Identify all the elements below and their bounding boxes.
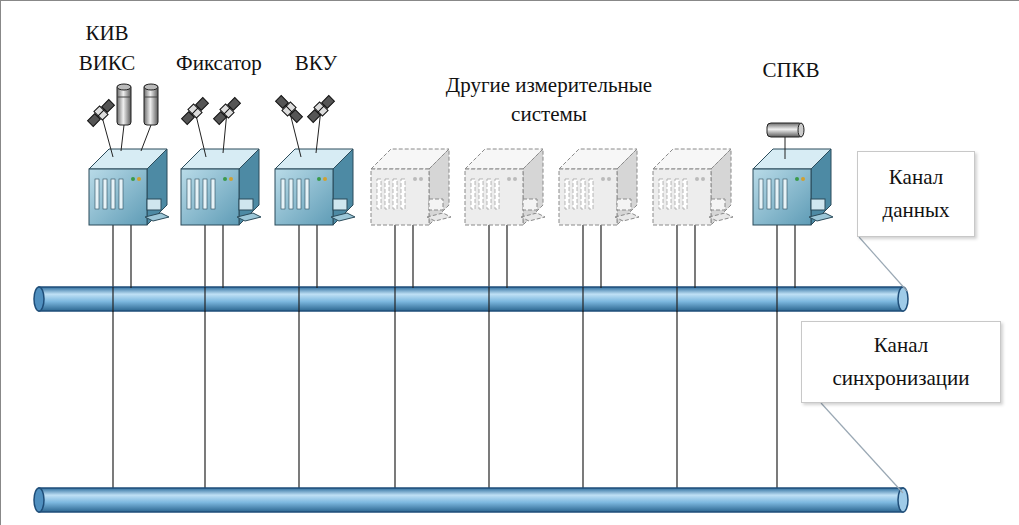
sync-pipe [34, 488, 908, 512]
server [753, 149, 833, 225]
camera-cable [141, 125, 151, 151]
data-pipe [34, 287, 908, 311]
sync-wire [676, 219, 677, 489]
sync-wire [394, 219, 395, 489]
sync-wire [204, 287, 205, 312]
sync-wire [776, 219, 777, 489]
satellite-icon [212, 96, 242, 126]
server-icons [89, 149, 833, 225]
camera-icon [144, 84, 158, 125]
other-server [559, 149, 639, 225]
camera-cable [785, 137, 786, 159]
channel-label: Канал данных [869, 161, 963, 226]
server [181, 149, 261, 225]
system-label: Фиксатор [154, 49, 284, 78]
bus-wires [113, 219, 777, 489]
bus-wires [113, 221, 795, 312]
satellite-icon [86, 98, 116, 128]
sync-wire [776, 287, 777, 312]
system-label: СПКВ [741, 56, 841, 85]
sync-wire [582, 219, 583, 489]
server [89, 149, 169, 225]
system-label: КИВ [47, 19, 167, 48]
data-wire [506, 221, 507, 288]
sync-wire [394, 287, 395, 312]
camera-icon [767, 123, 804, 137]
camera-cable [121, 125, 124, 151]
callout-box: Канал синхронизации [801, 321, 1001, 403]
system-label: Другие измерительные системы [424, 71, 674, 130]
leader-line [859, 237, 907, 291]
sync-wire [298, 219, 299, 489]
callout-box: Канал данных [857, 151, 975, 237]
data-wire [316, 221, 317, 288]
sync-wire [676, 287, 677, 312]
camera-icon [117, 84, 131, 125]
satellite-icon [180, 96, 210, 126]
data-wire [222, 221, 223, 288]
server [275, 149, 355, 225]
sensor-icons [86, 84, 804, 159]
data-wire [694, 221, 695, 288]
sync-wire [488, 219, 489, 489]
other-server [371, 149, 451, 225]
sync-wire [204, 219, 205, 489]
satellite-icon [274, 94, 304, 124]
data-wire [130, 221, 131, 288]
system-label: ВКУ [266, 49, 366, 78]
sync-wire [488, 287, 489, 312]
data-wire [794, 221, 795, 288]
sync-wire [112, 287, 113, 312]
channel-pipes [34, 287, 908, 311]
satellite-icon [306, 94, 336, 124]
data-wire [600, 221, 601, 288]
other-server [465, 149, 545, 225]
leader-line [821, 403, 903, 493]
sync-wire [582, 287, 583, 312]
system-label: ВИКС [47, 49, 167, 78]
sync-wire [298, 287, 299, 312]
channel-pipes [34, 488, 908, 512]
data-wire [412, 221, 413, 288]
channel-label: Канал синхронизации [813, 329, 989, 394]
sync-wire [112, 219, 113, 489]
other-server [653, 149, 733, 225]
